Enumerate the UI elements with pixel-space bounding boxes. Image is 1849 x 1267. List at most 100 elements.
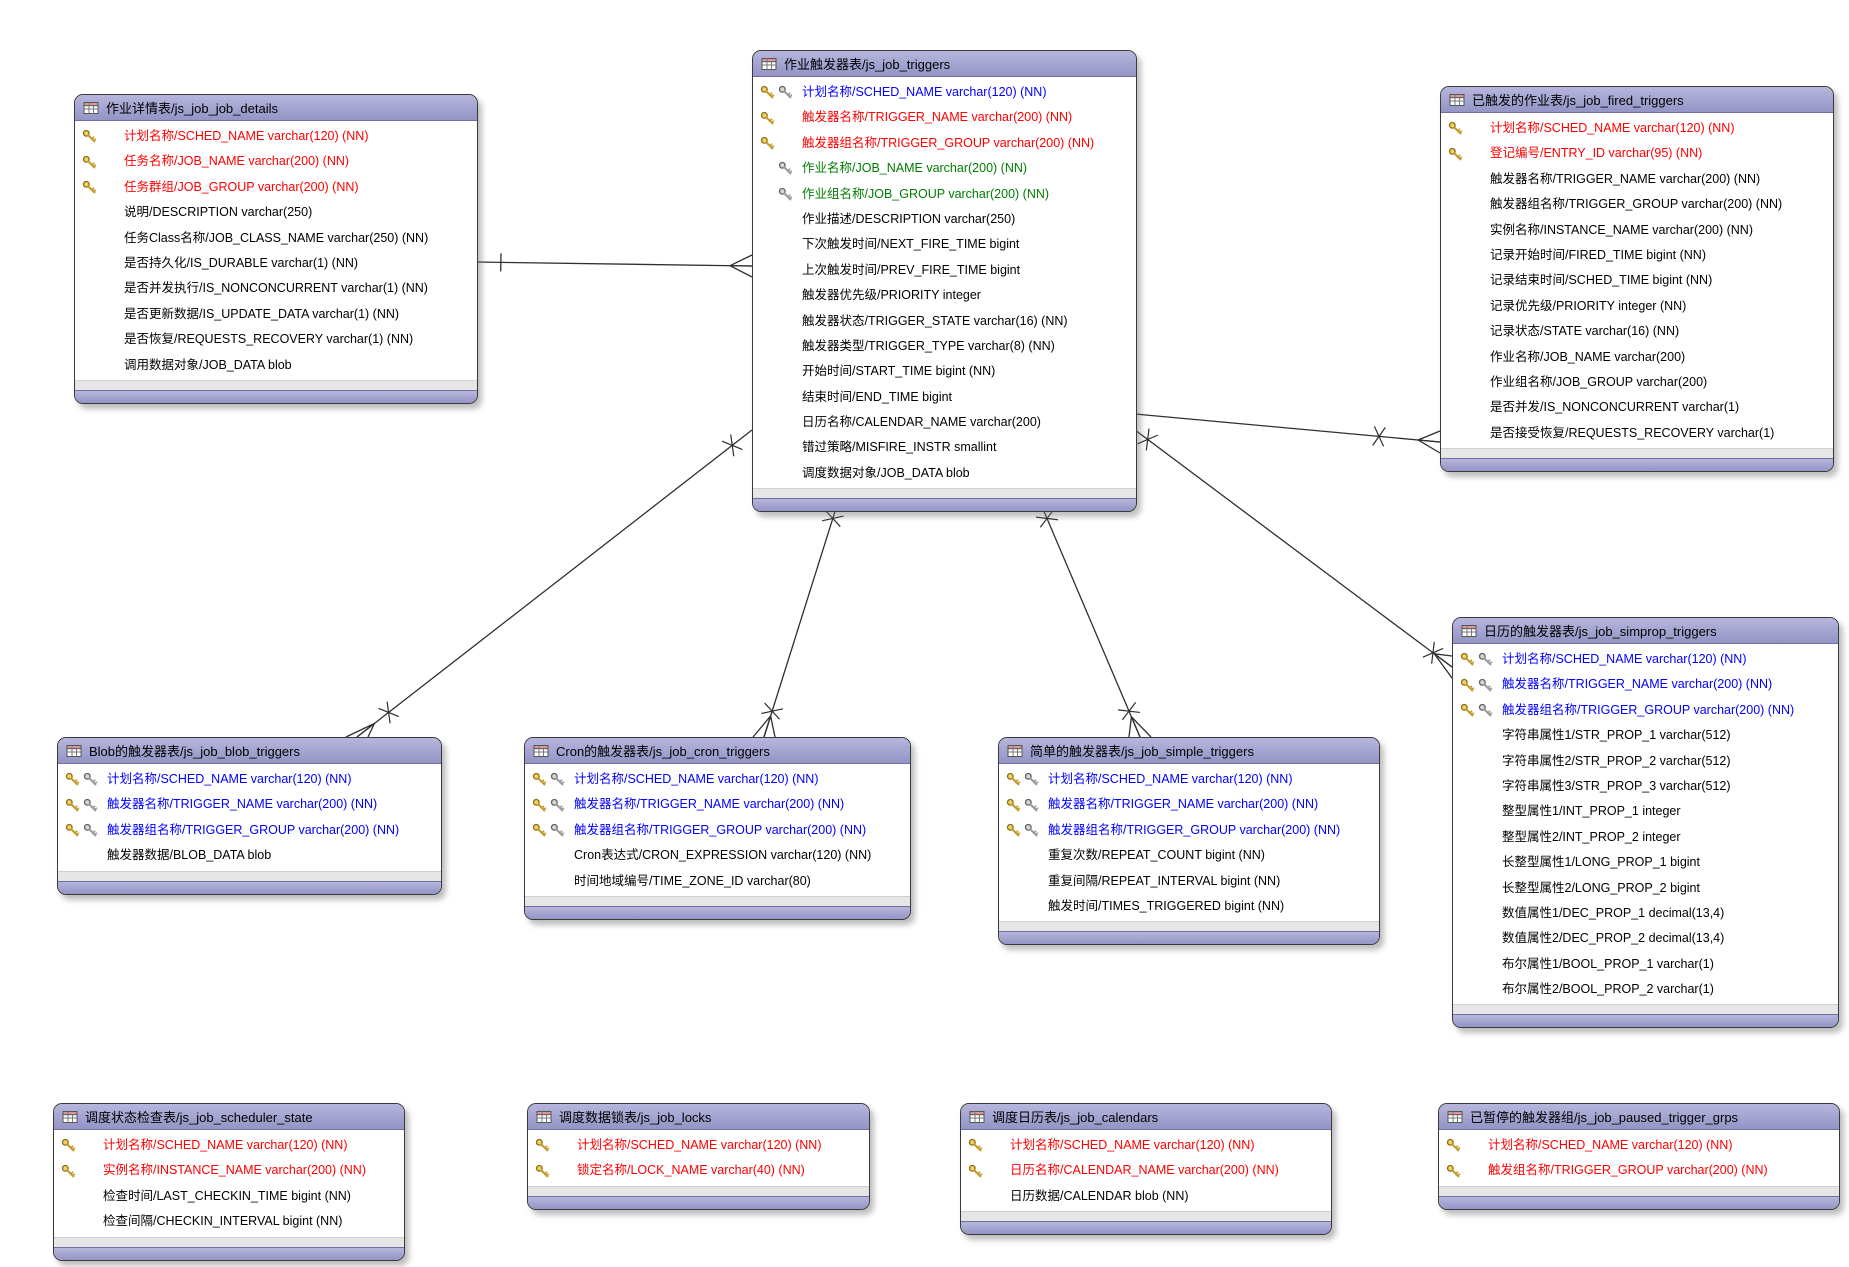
table-js_job_paused_trigger_grps[interactable]: 已暂停的触发器组/js_job_paused_trigger_grps 计划名称/… (1438, 1103, 1840, 1210)
column-row[interactable]: 检查时间/LAST_CHECKIN_TIME bigint (NN) (54, 1184, 404, 1209)
table-header[interactable]: 日历的触发器表/js_job_simprop_triggers (1453, 618, 1838, 644)
column-row[interactable]: 触发器名称/TRIGGER_NAME varchar(200) (NN) (753, 105, 1136, 130)
column-row[interactable]: 开始时间/START_TIME bigint (NN) (753, 359, 1136, 384)
column-row[interactable]: 长整型属性2/LONG_PROP_2 bigint (1453, 876, 1838, 901)
column-row[interactable]: 作业描述/DESCRIPTION varchar(250) (753, 207, 1136, 232)
column-row[interactable]: 作业名称/JOB_NAME varchar(200) (1441, 345, 1833, 370)
table-header[interactable]: 已暂停的触发器组/js_job_paused_trigger_grps (1439, 1104, 1839, 1130)
column-row[interactable]: 任务名称/JOB_NAME varchar(200) (NN) (75, 149, 477, 174)
table-js_job_scheduler_state[interactable]: 调度状态检查表/js_job_scheduler_state 计划名称/SCHED… (53, 1103, 405, 1261)
column-row[interactable]: 是否恢复/REQUESTS_RECOVERY varchar(1) (NN) (75, 327, 477, 352)
table-js_job_blob_triggers[interactable]: Blob的触发器表/js_job_blob_triggers 计划名称/SCHED… (57, 737, 442, 895)
column-row[interactable]: 任务Class名称/JOB_CLASS_NAME varchar(250) (N… (75, 226, 477, 251)
column-row[interactable]: 长整型属性1/LONG_PROP_1 bigint (1453, 850, 1838, 875)
column-row[interactable]: 上次触发时间/PREV_FIRE_TIME bigint (753, 258, 1136, 283)
column-row[interactable]: 触发器优先级/PRIORITY integer (753, 283, 1136, 308)
column-row[interactable]: 触发器组名称/TRIGGER_GROUP varchar(200) (NN) (999, 818, 1379, 843)
table-js_job_simprop_triggers[interactable]: 日历的触发器表/js_job_simprop_triggers 计划名称/SCHE… (1452, 617, 1839, 1029)
column-row[interactable]: 字符串属性1/STR_PROP_1 varchar(512) (1453, 723, 1838, 748)
table-js_job_triggers[interactable]: 作业触发器表/js_job_triggers 计划名称/SCHED_NAME va… (752, 50, 1137, 513)
table-header[interactable]: 作业详情表/js_job_job_details (75, 95, 477, 121)
column-row[interactable]: 触发器名称/TRIGGER_NAME varchar(200) (NN) (999, 792, 1379, 817)
column-row[interactable]: 整型属性2/INT_PROP_2 integer (1453, 825, 1838, 850)
column-row[interactable]: 计划名称/SCHED_NAME varchar(120) (NN) (528, 1133, 869, 1158)
table-js_job_job_details[interactable]: 作业详情表/js_job_job_details 计划名称/SCHED_NAME … (74, 94, 478, 404)
column-row[interactable]: 说明/DESCRIPTION varchar(250) (75, 200, 477, 225)
table-header[interactable]: 作业触发器表/js_job_triggers (753, 51, 1136, 77)
table-header[interactable]: 调度状态检查表/js_job_scheduler_state (54, 1104, 404, 1130)
column-row[interactable]: 调用数据对象/JOB_DATA blob (75, 353, 477, 378)
column-row[interactable]: 是否接受恢复/REQUESTS_RECOVERY varchar(1) (1441, 421, 1833, 446)
table-js_job_locks[interactable]: 调度数据锁表/js_job_locks 计划名称/SCHED_NAME varch… (527, 1103, 870, 1210)
column-row[interactable]: 触发时间/TIMES_TRIGGERED bigint (NN) (999, 894, 1379, 919)
table-header[interactable]: 调度日历表/js_job_calendars (961, 1104, 1331, 1130)
column-row[interactable]: 触发器组名称/TRIGGER_GROUP varchar(200) (NN) (525, 818, 910, 843)
column-row[interactable]: 计划名称/SCHED_NAME varchar(120) (NN) (1439, 1133, 1839, 1158)
column-row[interactable]: 作业组名称/JOB_GROUP varchar(200) (1441, 370, 1833, 395)
column-row[interactable]: 是否持久化/IS_DURABLE varchar(1) (NN) (75, 251, 477, 276)
column-row[interactable]: 实例名称/INSTANCE_NAME varchar(200) (NN) (1441, 218, 1833, 243)
column-row[interactable]: 记录开始时间/FIRED_TIME bigint (NN) (1441, 243, 1833, 268)
column-row[interactable]: 触发器名称/TRIGGER_NAME varchar(200) (NN) (1453, 672, 1838, 697)
column-row[interactable]: 布尔属性2/BOOL_PROP_2 varchar(1) (1453, 977, 1838, 1002)
column-row[interactable]: 记录结束时间/SCHED_TIME bigint (NN) (1441, 268, 1833, 293)
column-row[interactable]: 触发器组名称/TRIGGER_GROUP varchar(200) (NN) (1453, 698, 1838, 723)
column-row[interactable]: 数值属性2/DEC_PROP_2 decimal(13,4) (1453, 926, 1838, 951)
column-row[interactable]: 触发器组名称/TRIGGER_GROUP varchar(200) (NN) (58, 818, 441, 843)
column-row[interactable]: 调度数据对象/JOB_DATA blob (753, 461, 1136, 486)
column-row[interactable]: 触发器名称/TRIGGER_NAME varchar(200) (NN) (58, 792, 441, 817)
column-row[interactable]: 重复次数/REPEAT_COUNT bigint (NN) (999, 843, 1379, 868)
table-js_job_fired_triggers[interactable]: 已触发的作业表/js_job_fired_triggers 计划名称/SCHED_… (1440, 86, 1834, 473)
column-row[interactable]: 时间地域编号/TIME_ZONE_ID varchar(80) (525, 869, 910, 894)
column-row[interactable]: 字符串属性3/STR_PROP_3 varchar(512) (1453, 774, 1838, 799)
column-row[interactable]: 触发器组名称/TRIGGER_GROUP varchar(200) (NN) (1441, 192, 1833, 217)
column-row[interactable]: 整型属性1/INT_PROP_1 integer (1453, 799, 1838, 824)
column-row[interactable]: 结束时间/END_TIME bigint (753, 385, 1136, 410)
column-row[interactable]: 记录状态/STATE varchar(16) (NN) (1441, 319, 1833, 344)
column-row[interactable]: 日历名称/CALENDAR_NAME varchar(200) (NN) (961, 1158, 1331, 1183)
column-row[interactable]: 登记编号/ENTRY_ID varchar(95) (NN) (1441, 141, 1833, 166)
table-header[interactable]: Blob的触发器表/js_job_blob_triggers (58, 738, 441, 764)
column-row[interactable]: 记录优先级/PRIORITY integer (NN) (1441, 294, 1833, 319)
column-row[interactable]: 下次触发时间/NEXT_FIRE_TIME bigint (753, 232, 1136, 257)
column-row[interactable]: 任务群组/JOB_GROUP varchar(200) (NN) (75, 175, 477, 200)
table-js_job_cron_triggers[interactable]: Cron的触发器表/js_job_cron_triggers 计划名称/SCHED… (524, 737, 911, 920)
table-header[interactable]: 简单的触发器表/js_job_simple_triggers (999, 738, 1379, 764)
column-row[interactable]: 计划名称/SCHED_NAME varchar(120) (NN) (54, 1133, 404, 1158)
table-header[interactable]: 已触发的作业表/js_job_fired_triggers (1441, 87, 1833, 113)
column-row[interactable]: 计划名称/SCHED_NAME varchar(120) (NN) (999, 767, 1379, 792)
column-row[interactable]: Cron表达式/CRON_EXPRESSION varchar(120) (NN… (525, 843, 910, 868)
column-row[interactable]: 触发器类型/TRIGGER_TYPE varchar(8) (NN) (753, 334, 1136, 359)
column-row[interactable]: 布尔属性1/BOOL_PROP_1 varchar(1) (1453, 952, 1838, 977)
column-row[interactable]: 检查间隔/CHECKIN_INTERVAL bigint (NN) (54, 1209, 404, 1234)
column-row[interactable]: 触发器名称/TRIGGER_NAME varchar(200) (NN) (525, 792, 910, 817)
column-row[interactable]: 锁定名称/LOCK_NAME varchar(40) (NN) (528, 1158, 869, 1183)
column-row[interactable]: 作业组名称/JOB_GROUP varchar(200) (NN) (753, 182, 1136, 207)
column-row[interactable]: 触发器名称/TRIGGER_NAME varchar(200) (NN) (1441, 167, 1833, 192)
column-row[interactable]: 计划名称/SCHED_NAME varchar(120) (NN) (1441, 116, 1833, 141)
column-row[interactable]: 计划名称/SCHED_NAME varchar(120) (NN) (58, 767, 441, 792)
column-row[interactable]: 错过策略/MISFIRE_INSTR smallint (753, 435, 1136, 460)
table-js_job_simple_triggers[interactable]: 简单的触发器表/js_job_simple_triggers 计划名称/SCHED… (998, 737, 1380, 946)
column-row[interactable]: 是否并发/IS_NONCONCURRENT varchar(1) (1441, 395, 1833, 420)
table-js_job_calendars[interactable]: 调度日历表/js_job_calendars 计划名称/SCHED_NAME va… (960, 1103, 1332, 1236)
column-row[interactable]: 是否更新数据/IS_UPDATE_DATA varchar(1) (NN) (75, 302, 477, 327)
column-row[interactable]: 计划名称/SCHED_NAME varchar(120) (NN) (75, 124, 477, 149)
column-row[interactable]: 计划名称/SCHED_NAME varchar(120) (NN) (753, 80, 1136, 105)
column-row[interactable]: 计划名称/SCHED_NAME varchar(120) (NN) (525, 767, 910, 792)
column-row[interactable]: 是否并发执行/IS_NONCONCURRENT varchar(1) (NN) (75, 276, 477, 301)
column-row[interactable]: 计划名称/SCHED_NAME varchar(120) (NN) (961, 1133, 1331, 1158)
column-row[interactable]: 实例名称/INSTANCE_NAME varchar(200) (NN) (54, 1158, 404, 1183)
column-row[interactable]: 作业名称/JOB_NAME varchar(200) (NN) (753, 156, 1136, 181)
column-row[interactable]: 触发器数据/BLOB_DATA blob (58, 843, 441, 868)
column-row[interactable]: 重复间隔/REPEAT_INTERVAL bigint (NN) (999, 869, 1379, 894)
table-header[interactable]: Cron的触发器表/js_job_cron_triggers (525, 738, 910, 764)
column-row[interactable]: 日历名称/CALENDAR_NAME varchar(200) (753, 410, 1136, 435)
table-header[interactable]: 调度数据锁表/js_job_locks (528, 1104, 869, 1130)
column-row[interactable]: 触发器组名称/TRIGGER_GROUP varchar(200) (NN) (753, 131, 1136, 156)
column-row[interactable]: 触发器状态/TRIGGER_STATE varchar(16) (NN) (753, 309, 1136, 334)
column-row[interactable]: 字符串属性2/STR_PROP_2 varchar(512) (1453, 749, 1838, 774)
column-row[interactable]: 数值属性1/DEC_PROP_1 decimal(13,4) (1453, 901, 1838, 926)
column-row[interactable]: 触发组名称/TRIGGER_GROUP varchar(200) (NN) (1439, 1158, 1839, 1183)
column-row[interactable]: 计划名称/SCHED_NAME varchar(120) (NN) (1453, 647, 1838, 672)
